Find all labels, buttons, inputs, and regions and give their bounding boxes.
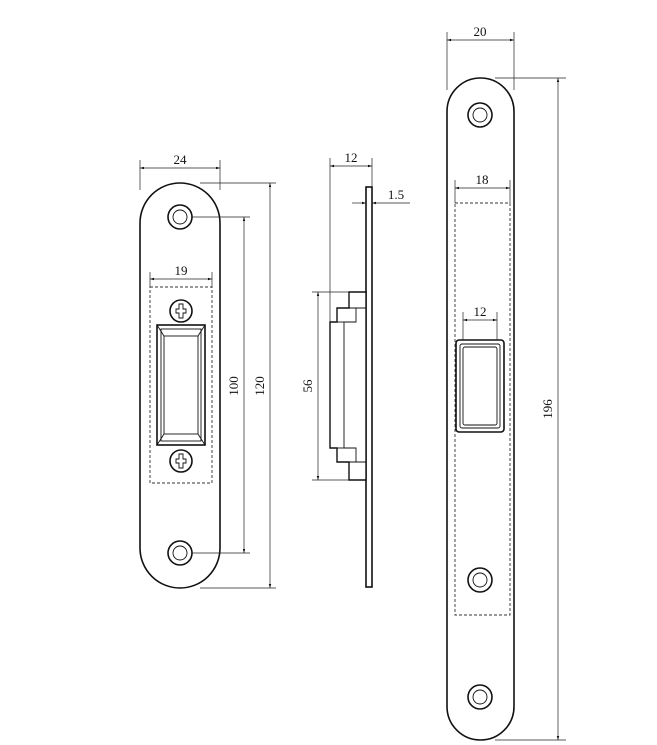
- right-bottom-mounting-hole: [467, 684, 493, 710]
- dimension-opening-19: 19: [149, 263, 213, 287]
- left-opening-width-label: 19: [175, 263, 188, 278]
- side-view: 12 1.5 56: [300, 150, 410, 588]
- left-width-label: 24: [174, 152, 188, 167]
- dimension-hole-spacing-100: 100: [192, 216, 250, 554]
- right-strike-plate: 20 18 12 196: [446, 24, 566, 741]
- dimension-depth-12: 12: [329, 150, 373, 322]
- dimension-opening-18: 18: [454, 172, 511, 203]
- side-body: [329, 291, 367, 481]
- side-thickness-label: 1.5: [388, 187, 404, 202]
- dimension-height-196: 196: [495, 77, 566, 741]
- right-latch-slot: [455, 339, 505, 433]
- side-plate: [365, 186, 373, 588]
- right-middle-mounting-hole: [467, 567, 493, 593]
- left-strike-plate: 24 19 100 120: [139, 152, 276, 589]
- right-opening-width-label: 18: [476, 172, 489, 187]
- dimension-width-24: 24: [139, 152, 221, 190]
- dimension-width-20: 20: [446, 24, 515, 90]
- side-body-height-label: 56: [300, 379, 315, 393]
- top-mounting-hole: [167, 204, 193, 230]
- dimension-body-height-56: 56: [300, 291, 349, 481]
- right-opening-outline: [454, 202, 511, 616]
- right-slot-width-label: 12: [474, 304, 487, 319]
- dimension-thickness-1-5: 1.5: [352, 187, 410, 205]
- left-height-label: 120: [252, 376, 267, 396]
- bottom-screw-icon: [169, 449, 193, 473]
- side-depth-label: 12: [345, 150, 358, 165]
- latch-opening: [156, 324, 206, 446]
- left-hole-spacing-label: 100: [226, 376, 241, 396]
- dimension-height-120: 120: [200, 182, 276, 589]
- right-width-label: 20: [474, 24, 487, 39]
- right-height-label: 196: [540, 399, 555, 419]
- dimension-slot-12: 12: [462, 304, 498, 340]
- bottom-mounting-hole: [167, 540, 193, 566]
- right-top-mounting-hole: [467, 102, 493, 128]
- top-screw-icon: [169, 299, 193, 323]
- opening-outline: [149, 286, 213, 484]
